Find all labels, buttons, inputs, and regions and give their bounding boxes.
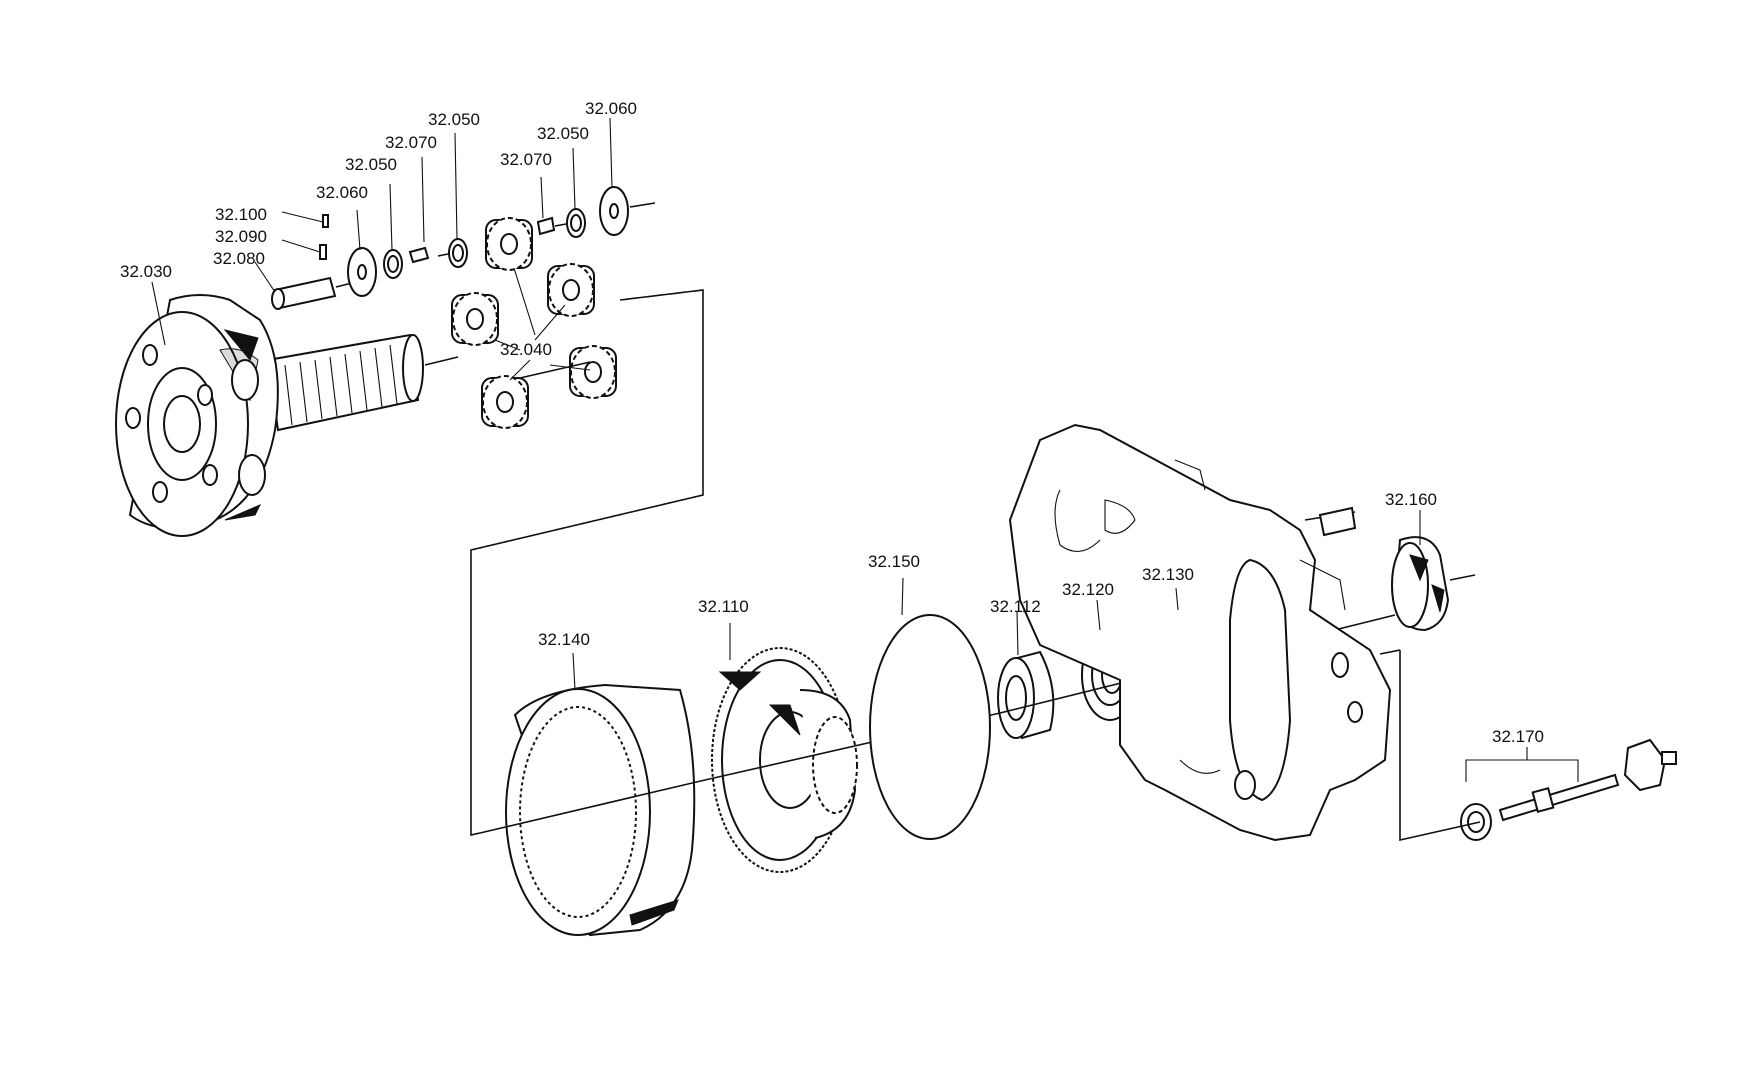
planet-gear-4 <box>569 345 617 399</box>
label-32-090: 32.090 <box>215 227 267 246</box>
label-32-060-a: 32.060 <box>316 183 368 202</box>
snap-ring-large <box>869 614 991 840</box>
speed-sensor <box>1460 738 1677 841</box>
label-32-040: 32.040 <box>500 340 552 359</box>
label-32-140: 32.140 <box>538 630 590 649</box>
spacer-right <box>536 216 556 236</box>
planet-gear-3 <box>451 292 499 346</box>
label-32-112: 32.112 <box>990 597 1041 616</box>
assembly-guide-lines <box>470 289 704 836</box>
planet-carrier <box>115 294 459 537</box>
planet-gear-5 <box>481 375 529 429</box>
label-32-080: 32.080 <box>213 249 265 268</box>
label-32-110: 32.110 <box>698 597 749 616</box>
needle-roller <box>319 244 327 260</box>
label-32-050-a: 32.050 <box>345 155 397 174</box>
label-32-070-a: 32.070 <box>385 133 437 152</box>
retaining-pin <box>322 214 329 228</box>
label-32-150: 32.150 <box>868 552 920 571</box>
label-32-170: 32.170 <box>1492 727 1544 746</box>
transmission-housing <box>1008 423 1392 842</box>
planet-pin <box>271 276 353 310</box>
label-32-030: 32.030 <box>120 262 172 281</box>
planet-gear-2 <box>547 263 595 317</box>
label-32-060-b: 32.060 <box>585 99 637 118</box>
callout-labels: 32.030 32.080 32.090 32.100 32.060 32.05… <box>120 99 1544 746</box>
label-32-130: 32.130 <box>1142 565 1194 584</box>
label-32-050-c: 32.050 <box>537 124 589 143</box>
spacer-left <box>408 246 430 264</box>
leader-lines <box>151 117 1579 782</box>
planet-gear-1 <box>485 217 533 271</box>
label-32-050-b: 32.050 <box>428 110 480 129</box>
bearing-112 <box>997 650 1055 740</box>
label-32-160: 32.160 <box>1385 490 1437 509</box>
shaft-seal <box>1391 536 1476 632</box>
ring-gear <box>479 683 706 937</box>
label-32-100: 32.100 <box>215 205 267 224</box>
label-32-120: 32.120 <box>1062 580 1114 599</box>
label-32-070-b: 32.070 <box>500 150 552 169</box>
